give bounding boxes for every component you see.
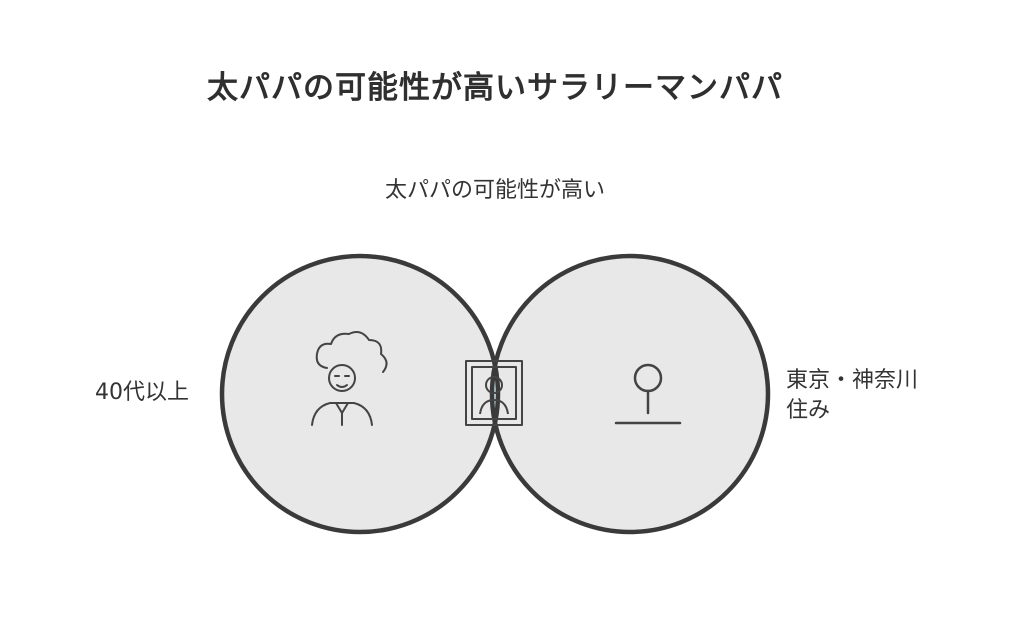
location-pin-icon <box>614 363 682 425</box>
venn-circle-age-outline <box>219 253 501 535</box>
older-man-icon <box>311 331 388 426</box>
label-age-40s-plus: 40代以上 <box>95 380 189 405</box>
label-tokyo-kanagawa: 東京・神奈川 住み <box>786 366 976 426</box>
label-high-likelihood: 太パパの可能性が高い <box>384 178 605 203</box>
venn-circle-age-fill <box>222 256 498 532</box>
label-tokyo-kanagawa-line2: 住み <box>786 398 831 423</box>
label-tokyo-kanagawa-line1: 東京・神奈川 <box>786 368 919 393</box>
venn-circle-region-outline <box>489 253 771 535</box>
diagram-title: 太パパの可能性が高いサラリーマンパパ <box>207 70 783 106</box>
venn-circle-region-fill <box>492 256 768 532</box>
portrait-frame-icon <box>465 360 523 426</box>
